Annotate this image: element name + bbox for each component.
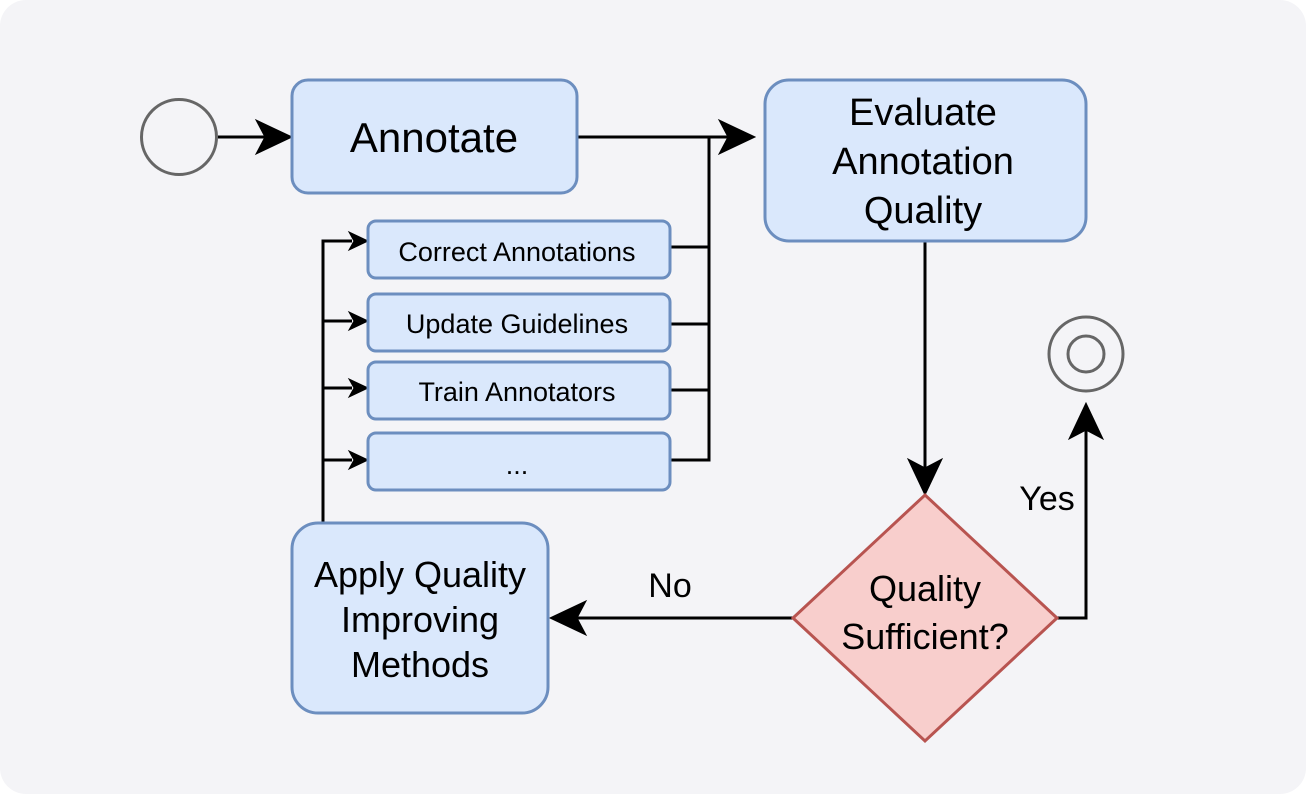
node-more-methods: ... (366, 431, 672, 492)
node-annotate: Annotate (290, 78, 579, 195)
decision-label-line-1: Quality (869, 568, 981, 609)
decision-quality-sufficient: Quality Sufficient? (790, 492, 1060, 744)
edge-decision-to-end (1057, 430, 1088, 620)
arrowhead-annotate (254, 118, 294, 156)
arrowhead-more (347, 449, 370, 471)
node-train-annotators-label: Train Annotators (418, 377, 615, 407)
edge-apply-split-bus (321, 239, 352, 523)
node-evaluate-label-line-2: Annotation (832, 141, 1014, 183)
arrowhead-decision (906, 457, 944, 497)
arrowhead-end (1067, 401, 1105, 441)
end-event (1047, 315, 1125, 393)
node-apply-methods-label-line-3: Methods (351, 644, 489, 685)
arrowhead-update (347, 310, 370, 332)
arrowhead-train (347, 377, 370, 399)
node-update-guidelines-label: Update Guidelines (406, 309, 628, 339)
node-annotate-label: Annotate (350, 114, 518, 161)
node-evaluate-label-line-3: Quality (864, 190, 982, 232)
start-event (140, 98, 218, 176)
arrowhead-correct (347, 230, 370, 252)
node-correct-annotations: Correct Annotations (366, 219, 672, 280)
edge-methods-merge-bus (670, 137, 711, 462)
node-correct-annotations-label: Correct Annotations (398, 237, 635, 267)
arrowhead-apply (548, 599, 588, 637)
decision-label-line-2: Sufficient? (841, 616, 1008, 657)
arrowhead-evaluate (717, 118, 757, 156)
node-evaluate: Evaluate Annotation Quality (763, 78, 1088, 243)
edge-label-yes: Yes (1019, 480, 1074, 518)
node-evaluate-label-line-1: Evaluate (849, 92, 997, 134)
node-train-annotators: Train Annotators (366, 360, 672, 421)
node-apply-methods-label-line-2: Improving (341, 599, 499, 640)
node-update-guidelines: Update Guidelines (366, 292, 672, 353)
edge-label-no: No (648, 567, 691, 605)
node-more-methods-label: ... (506, 450, 529, 480)
node-apply-methods: Apply Quality Improving Methods (290, 521, 550, 715)
node-apply-methods-label-line-1: Apply Quality (314, 554, 526, 595)
